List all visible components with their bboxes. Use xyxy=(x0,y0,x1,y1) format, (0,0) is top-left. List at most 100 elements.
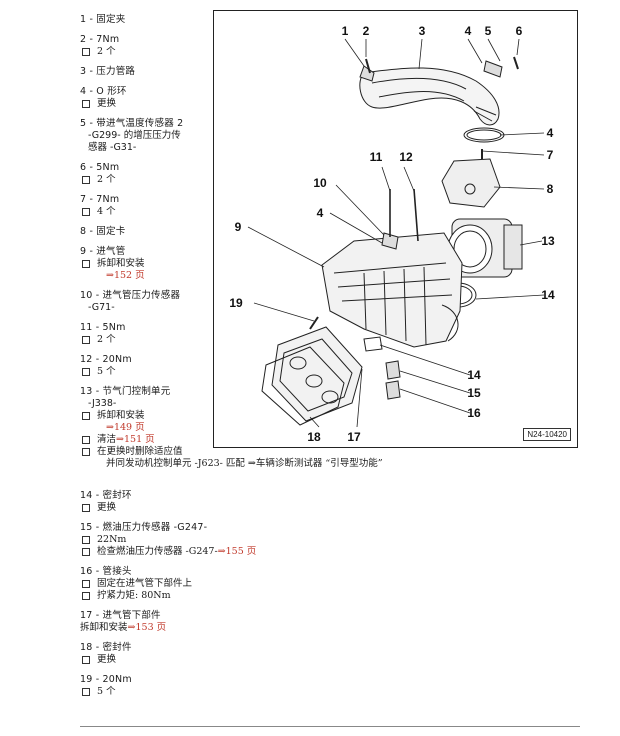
footer-divider xyxy=(80,726,580,727)
item-title: 12 - 20Nm xyxy=(80,354,132,365)
checkbox-bullet-icon xyxy=(82,536,90,544)
diagram-callout-number: 1 xyxy=(342,24,349,38)
item-title-continuation: -J338- xyxy=(88,398,117,409)
checkbox-bullet-icon xyxy=(82,260,90,268)
item-title: 9 - 进气管 xyxy=(80,246,126,257)
diagram-callout-number: 16 xyxy=(467,406,481,420)
item-sub-point: 更换 xyxy=(80,502,380,514)
sub-point-text: 拧紧力矩: 80Nm xyxy=(97,590,171,601)
page-reference-link[interactable]: ⇒155 页 xyxy=(217,546,257,557)
sub-point-text: 2 个 xyxy=(97,46,116,57)
diagram-callout-number: 6 xyxy=(516,24,523,38)
diagram-callout-number: 4 xyxy=(465,24,472,38)
diagram-callout-number: 4 xyxy=(547,126,554,140)
sub-point-text: 4 个 xyxy=(97,206,116,217)
sub-point-text: 拆卸和安装 xyxy=(97,410,145,421)
diagram-callout-number: 10 xyxy=(313,176,327,190)
checkbox-bullet-icon xyxy=(82,208,90,216)
page-reference-link[interactable]: ⇒151 页 xyxy=(116,434,155,445)
sub-point-text: 更换 xyxy=(97,502,117,513)
item-title: 13 - 节气门控制单元 xyxy=(80,386,171,397)
checkbox-bullet-icon xyxy=(82,448,90,456)
sub-point-text: 更换 xyxy=(97,654,117,665)
diagram-callout-number: 13 xyxy=(541,234,555,248)
item-title: 11 - 5Nm xyxy=(80,322,126,333)
item-title: 14 - 密封环 xyxy=(80,490,132,501)
parts-list-item: 13 - 节气门控制单元-J338-拆卸和安装⇒149 页清洁 ⇒151 页在更… xyxy=(80,386,383,470)
diagram-callout-number: 18 xyxy=(307,430,321,444)
checkbox-bullet-icon xyxy=(82,176,90,184)
checkbox-bullet-icon xyxy=(82,412,90,420)
sub-point-text: 更换 xyxy=(97,98,117,109)
checkbox-bullet-icon xyxy=(82,592,90,600)
sub-point-text: 5 个 xyxy=(97,686,116,697)
checkbox-bullet-icon xyxy=(82,48,90,56)
diagram-callout-number: 14 xyxy=(467,368,481,382)
diagram-callout-number: 15 xyxy=(467,386,481,400)
parts-list-item: 9 - 进气管拆卸和安装⇒152 页 xyxy=(80,246,380,282)
item-title: 7 - 7Nm xyxy=(80,194,120,205)
parts-list-item: 3 - 压力管路 xyxy=(80,66,380,78)
item-sub-point: 22Nm xyxy=(80,534,380,546)
checkbox-bullet-icon xyxy=(82,100,90,108)
item-title: 1 - 固定夹 xyxy=(80,14,126,25)
sub-point-text: 22Nm xyxy=(97,534,127,545)
sub-point-text: 检查燃油压力传感器 -G247- xyxy=(97,546,218,557)
item-sub-point: 拆卸和安装 xyxy=(80,258,380,270)
item-sub-point: 5 个 xyxy=(80,686,380,698)
sub-point-text: 在更换时删除适应值 xyxy=(97,446,183,457)
parts-list-item: 5 - 带进气温度传感器 2-G299- 的增压压力传感器 -G31- xyxy=(80,118,380,154)
parts-list-item: 4 - O 形环更换 xyxy=(80,86,380,110)
item-title: 15 - 燃油压力传感器 -G247- xyxy=(80,522,208,533)
page-reference-link[interactable]: ⇒152 页 xyxy=(106,270,145,281)
checkbox-bullet-icon xyxy=(82,580,90,588)
diagram-callout-number: 14 xyxy=(541,288,555,302)
item-note: 拆卸和安装 ⇒153 页 xyxy=(80,622,380,634)
diagram-callout-number: 19 xyxy=(229,296,243,310)
item-sub-point: 拆卸和安装 xyxy=(80,410,380,422)
item-title: 10 - 进气管压力传感器 xyxy=(80,290,181,301)
checkbox-bullet-icon xyxy=(82,436,90,444)
checkbox-bullet-icon xyxy=(82,504,90,512)
item-sub-point: 检查燃油压力传感器 -G247- ⇒155 页 xyxy=(80,546,380,558)
item-title: 16 - 管接头 xyxy=(80,566,132,577)
item-sub-point: 2 个 xyxy=(80,334,380,346)
page-reference-link[interactable]: ⇒153 页 xyxy=(127,622,167,633)
parts-list-item: 17 - 进气管下部件拆卸和安装 ⇒153 页 xyxy=(80,610,380,634)
item-sub-point: 更换 xyxy=(80,98,380,110)
diagram-callout-number: 8 xyxy=(547,182,554,196)
parts-list-item: 16 - 管接头固定在进气管下部件上拧紧力矩: 80Nm xyxy=(80,566,380,602)
diagram-callout-number: 11 xyxy=(370,150,383,164)
page-reference-link[interactable]: ⇒149 页 xyxy=(106,422,145,433)
item-title-continuation: -G299- 的增压压力传 xyxy=(88,130,181,141)
item-sub-point: 2 个 xyxy=(80,46,380,58)
item-sub-point: 清洁 ⇒151 页 xyxy=(80,434,380,446)
sub-point-text: 2 个 xyxy=(97,174,116,185)
sub-point-text: 固定在进气管下部件上 xyxy=(97,578,193,589)
item-title: 18 - 密封件 xyxy=(80,642,132,653)
item-title-continuation: 感器 -G31- xyxy=(88,142,137,153)
diagram-callout-number: 9 xyxy=(235,220,242,234)
diagram-callout-number: 17 xyxy=(347,430,361,444)
sub-point-continuation: 并同发动机控制单元 -J623- 匹配 ⇒车辆诊断测试器 “引导型功能” xyxy=(106,458,383,469)
diagram-callout-number: 3 xyxy=(419,24,426,38)
item-sub-point: 在更换时删除适应值 xyxy=(80,446,380,458)
item-title: 4 - O 形环 xyxy=(80,86,127,97)
item-sub-point: 4 个 xyxy=(80,206,380,218)
checkbox-bullet-icon xyxy=(82,548,90,556)
item-sub-point: 更换 xyxy=(80,654,380,666)
item-title: 2 - 7Nm xyxy=(80,34,120,45)
parts-list-item: 1 - 固定夹 xyxy=(80,14,380,26)
note-text: 拆卸和安装 xyxy=(80,622,128,633)
figure-id: N24-10420 xyxy=(523,428,571,441)
item-sub-point: 2 个 xyxy=(80,174,380,186)
diagram-callout-number: 4 xyxy=(317,206,324,220)
